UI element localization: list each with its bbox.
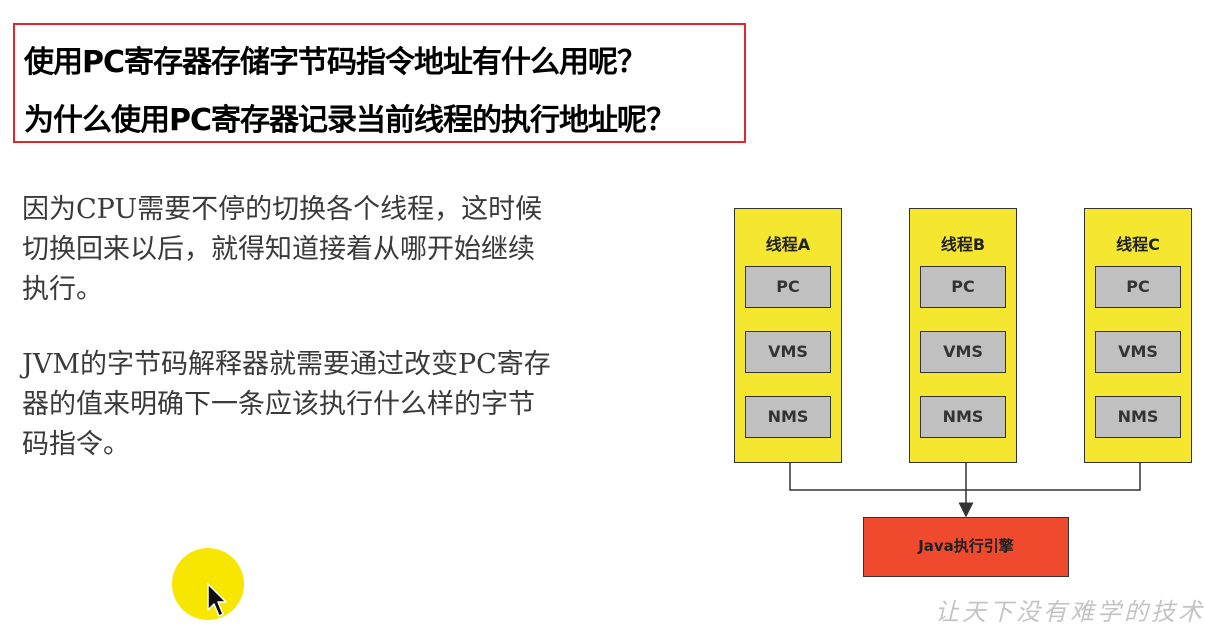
java-execution-engine: Java执行引擎: [863, 517, 1069, 577]
thread-c-label: 线程C: [1116, 235, 1160, 254]
thread-c-vms: VMS: [1095, 331, 1181, 373]
question-line-1: 使用PC寄存器存储字节码指令地址有什么用呢？: [24, 45, 647, 80]
question-line-2: 为什么使用PC寄存器记录当前线程的执行地址呢？: [24, 103, 676, 138]
question-title-box: 使用PC寄存器存储字节码指令地址有什么用呢？ 为什么使用PC寄存器记录当前线程的…: [13, 23, 746, 143]
thread-a-block: 线程A PC VMS NMS: [734, 208, 842, 463]
watermark-text: 让天下没有难学的技术: [935, 598, 1205, 626]
thread-c-nms: NMS: [1095, 396, 1181, 438]
thread-a-nms: NMS: [745, 396, 831, 438]
thread-b-block: 线程B PC VMS NMS: [909, 208, 1017, 463]
explanation-paragraph-2: JVM的字节码解释器就需要通过改变PC寄存 器的值来明确下一条应该执行什么样的字…: [22, 349, 551, 460]
thread-pc-diagram: 线程A PC VMS NMS 线程B PC VMS NMS 线程C PC VMS…: [730, 205, 1205, 585]
connector-thread-a: [789, 463, 966, 491]
thread-b-vms: VMS: [920, 331, 1006, 373]
explanation-paragraph-1: 因为CPU需要不停的切换各个线程，这时候 切换回来以后，就得知道接着从哪开始继续…: [22, 194, 543, 305]
thread-b-nms: NMS: [920, 396, 1006, 438]
connector-thread-c: [966, 463, 1141, 491]
diagram-connectors: [789, 463, 1141, 518]
thread-a-pc: PC: [745, 266, 831, 308]
thread-b-label: 线程B: [940, 235, 986, 254]
thread-c-block: 线程C PC VMS NMS: [1084, 208, 1192, 463]
thread-a-label: 线程A: [765, 235, 811, 254]
mouse-pointer-icon: [207, 583, 227, 617]
thread-b-pc: PC: [920, 266, 1006, 308]
thread-c-pc: PC: [1095, 266, 1181, 308]
thread-a-vms: VMS: [745, 331, 831, 373]
